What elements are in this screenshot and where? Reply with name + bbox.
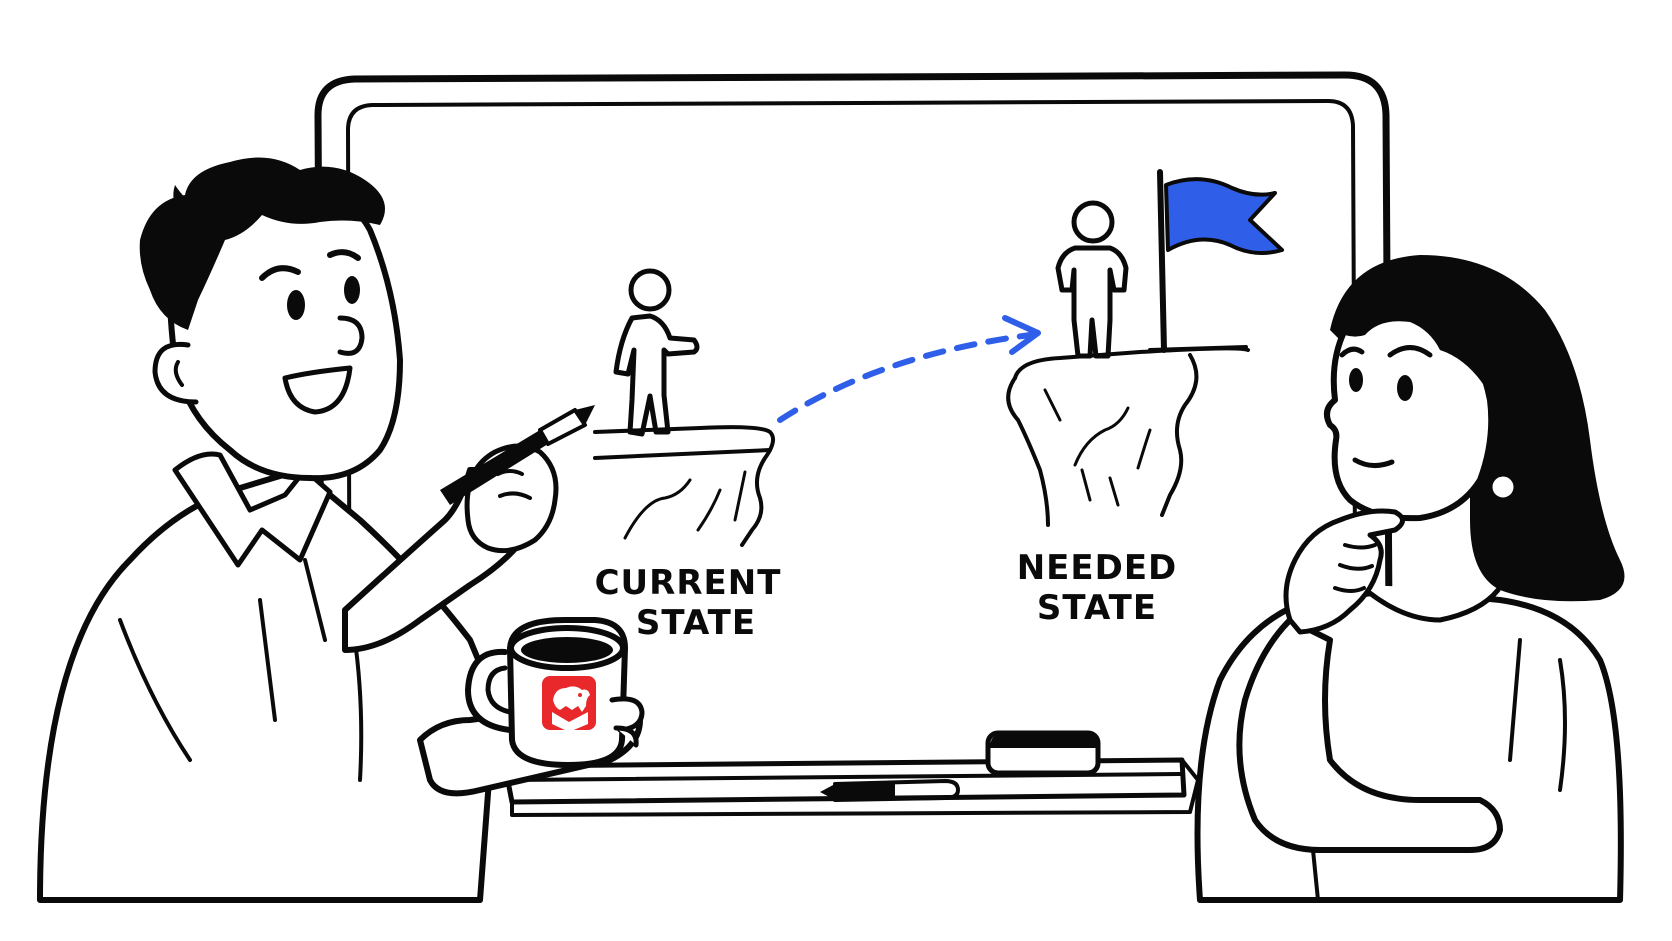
standing-person-figure: [1055, 200, 1129, 359]
man-presenter: [37, 157, 643, 903]
progress-arrow: [777, 315, 1041, 423]
coffee-mug: [465, 617, 645, 768]
walking-person-figure: [613, 268, 700, 437]
current-state-cliff: [593, 425, 776, 547]
marker-tray: [502, 757, 1187, 805]
whiteboard: [314, 71, 1394, 817]
current-state-label-line2: STATE: [636, 603, 756, 643]
flag-icon: [1157, 169, 1284, 353]
elephant-box-logo-icon: [542, 676, 596, 732]
whiteboard-outer-frame: [314, 71, 1394, 794]
needed-state-cliff: [1006, 345, 1250, 527]
current-state-label-line1: CURRENT: [595, 563, 782, 603]
needed-state-label-line2: STATE: [1037, 588, 1157, 628]
whiteboard-inner-frame: [346, 99, 1358, 772]
needed-state-label-line1: NEEDED: [1017, 548, 1178, 588]
woman-thinking: [1194, 255, 1625, 903]
eraser: [985, 730, 1101, 776]
tray-marker: [820, 779, 960, 802]
